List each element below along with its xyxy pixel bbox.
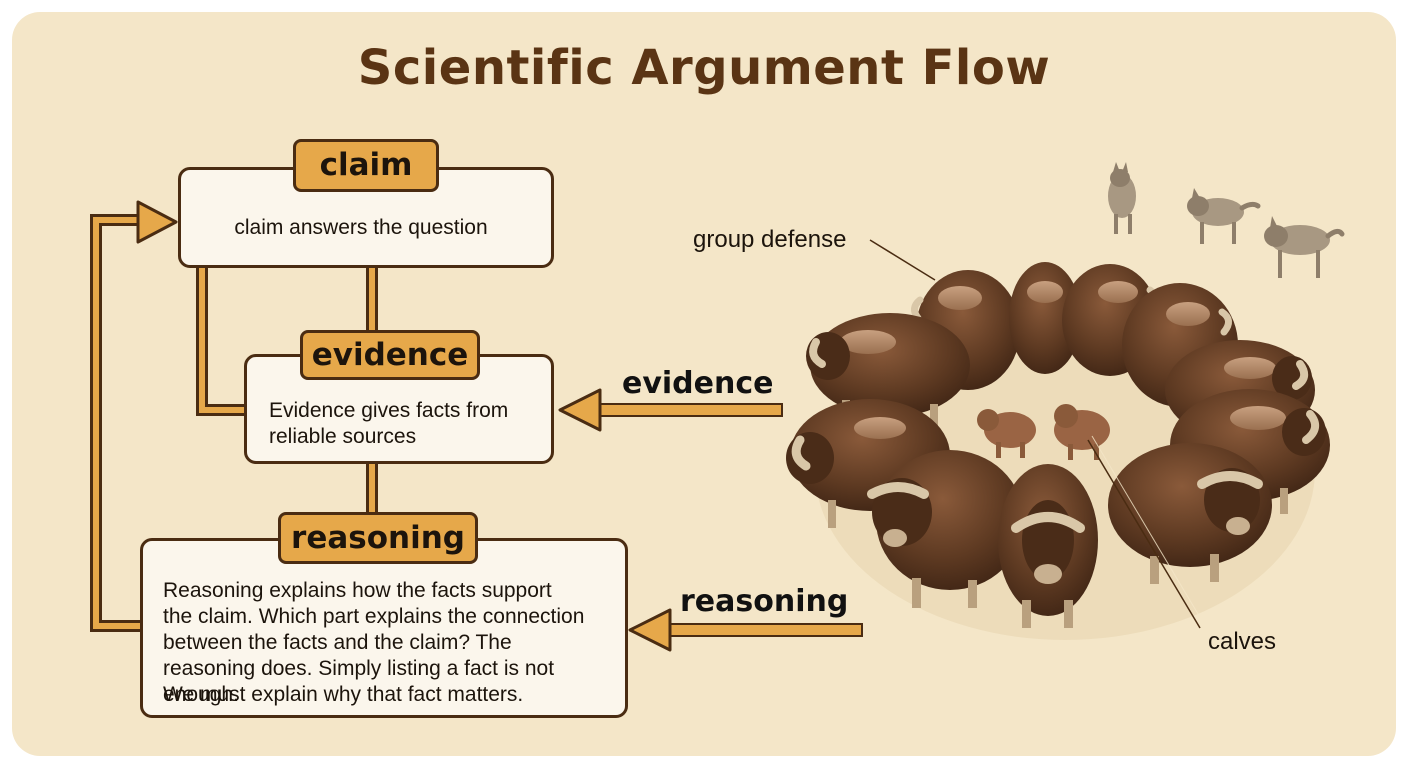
reasoning-line-2: the claim. Which part explains the conne… [163,605,585,628]
ox-front-center [998,464,1098,628]
feedback-loop-arrow [90,200,178,632]
calves-leader [1087,439,1201,629]
ox-front-right [1108,443,1272,584]
reasoning-box: Reasoning explains how the facts support… [140,538,628,718]
connector-claim-evidence [366,266,378,332]
evidence-arrow [558,388,783,432]
musk-oxen-illustration [786,262,1330,640]
reasoning-arrow-label: reasoning [680,584,849,619]
group-defense-label: group defense [693,226,847,253]
claim-tag: claim [293,139,439,192]
reasoning-tag: reasoning [278,512,478,564]
claim-text: claim answers the question [234,216,488,239]
calves-group [977,404,1110,460]
wolf-2 [1187,188,1261,244]
connector-evidence-reasoning [366,462,378,516]
evidence-line-1: Evidence gives facts from [269,399,509,422]
ox-front-left [867,450,1024,608]
reasoning-line-5: We must explain why that fact matters. [163,683,524,706]
page-title: Scientific Argument Flow [357,40,1051,96]
reasoning-line-1: Reasoning explains how the facts support [163,579,552,602]
calves-label: calves [1208,628,1277,655]
group-defense-leader [869,239,936,281]
wolves-illustration [1108,162,1345,278]
wolf-1 [1108,162,1136,234]
reasoning-line-4: reasoning does. Simply listing a fact is… [163,657,555,706]
ox-back-2 [1009,262,1081,374]
reasoning-line-3: between the facts and the claim? The [163,631,512,654]
connector-claim-evidence-side [196,266,246,416]
reasoning-arrow [628,608,863,652]
evidence-line-2: reliable sources [269,425,417,448]
evidence-arrow-label: evidence [622,366,774,401]
wolf-3 [1264,216,1345,278]
evidence-tag: evidence [300,330,480,380]
